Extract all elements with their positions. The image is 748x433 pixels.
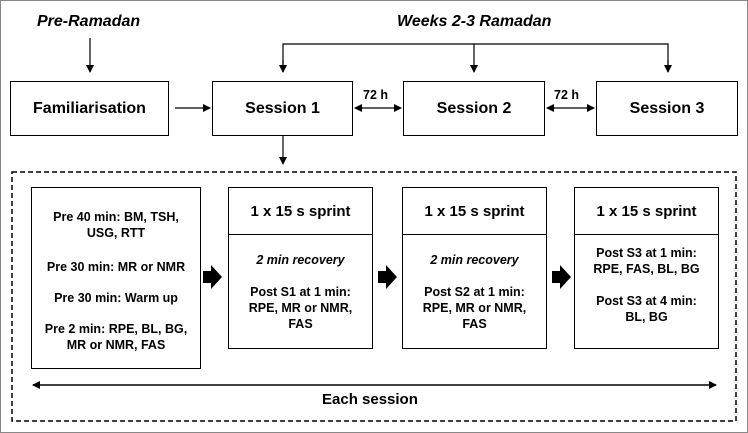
- interval-label-1: 72 h: [363, 88, 389, 102]
- sprint1-header: 1 x 15 s sprint: [229, 188, 372, 235]
- session1-box: Session 1: [212, 81, 353, 136]
- sprint2-post-line2: RPE, MR or NMR,: [422, 301, 527, 315]
- familiarisation-box: Familiarisation: [10, 81, 169, 136]
- pre-40-line1: Pre 40 min: BM, TSH,: [53, 210, 179, 224]
- sprint3-post1-line1: Post S3 at 1 min:: [596, 246, 697, 260]
- sprint1-label: 1 x 15 s sprint: [250, 202, 351, 220]
- familiarisation-label: Familiarisation: [33, 99, 146, 117]
- sprint3-post2-line2: BL, BG: [625, 310, 668, 324]
- pre-40-line2: USG, RTT: [86, 226, 146, 240]
- sprint2-label: 1 x 15 s sprint: [424, 202, 525, 220]
- interval-label-2: 72 h: [554, 88, 580, 102]
- sprint2-post-line1: Post S2 at 1 min:: [424, 285, 525, 299]
- pre-2-line2: MR or NMR, FAS: [66, 338, 166, 352]
- sprint3-post1-line2: RPE, FAS, BL, BG: [593, 262, 700, 276]
- sprint2-header: 1 x 15 s sprint: [403, 188, 546, 235]
- sprint3-post2-line1: Post S3 at 4 min:: [596, 294, 697, 308]
- sprint1-post-line3: FAS: [288, 317, 313, 331]
- block-arrow-2: [378, 265, 397, 289]
- sprint3-box: 1 x 15 s sprint Post S3 at 1 min: RPE, F…: [574, 187, 719, 349]
- pre-ramadan-header: Pre-Ramadan: [37, 13, 141, 30]
- pre-measurements-box: Pre 40 min: BM, TSH, USG, RTT Pre 30 min…: [31, 187, 201, 369]
- block-arrow-1: [203, 265, 222, 289]
- session3-box: Session 3: [596, 81, 738, 136]
- session-dashed-frame: [11, 171, 737, 422]
- pre-30-warmup: Pre 30 min: Warm up: [54, 291, 178, 305]
- sprint1-post-line2: RPE, MR or NMR,: [248, 301, 353, 315]
- each-session-label: Each session: [322, 391, 418, 408]
- pre-30-mr: Pre 30 min: MR or NMR: [46, 260, 186, 274]
- sprint1-recovery: 2 min recovery: [256, 253, 345, 267]
- sprint3-header: 1 x 15 s sprint: [575, 188, 718, 235]
- sprint1-post-line1: Post S1 at 1 min:: [250, 285, 351, 299]
- pre-2-line1: Pre 2 min: RPE, BL, BG,: [44, 322, 188, 336]
- sprint3-label: 1 x 15 s sprint: [596, 202, 697, 220]
- session3-label: Session 3: [629, 99, 705, 117]
- sprint2-box: 1 x 15 s sprint 2 min recovery Post S2 a…: [402, 187, 547, 349]
- sprint2-recovery: 2 min recovery: [430, 253, 519, 267]
- sprint2-post-line3: FAS: [462, 317, 487, 331]
- weeks-ramadan-header: Weeks 2-3 Ramadan: [397, 13, 552, 30]
- weeks-bracket: [282, 43, 669, 72]
- session2-label: Session 2: [436, 99, 512, 117]
- session2-box: Session 2: [403, 81, 545, 136]
- block-arrow-3: [552, 265, 571, 289]
- session1-label: Session 1: [245, 99, 320, 117]
- sprint1-box: 1 x 15 s sprint 2 min recovery Post S1 a…: [228, 187, 373, 349]
